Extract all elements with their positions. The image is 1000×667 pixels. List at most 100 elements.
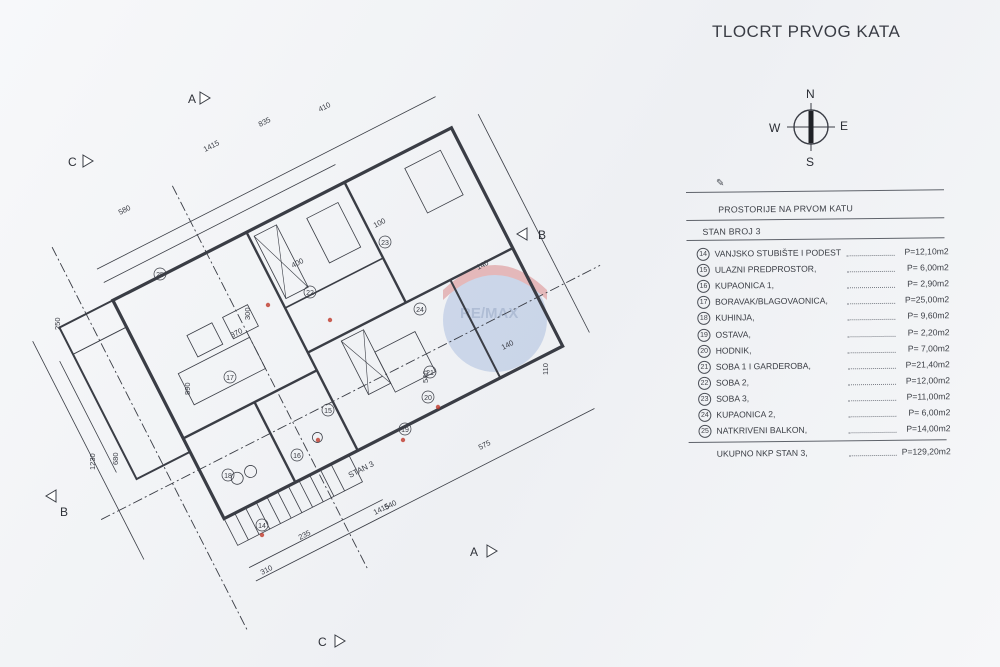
dimension-label: 835 <box>257 115 272 129</box>
room-area: P= 7,00m2 <box>907 342 950 354</box>
room-area: P= 2,20m2 <box>907 326 950 338</box>
room-tag-number: 17 <box>226 375 234 382</box>
schedule-heading: PROSTORIJE NA PRVOM KATU <box>718 203 854 215</box>
room-number-badge: 18 <box>697 312 711 326</box>
schedule-row: 25 NATKRIVENI BALKON, P=14,00m2 <box>698 422 960 439</box>
dimension-label: 110 <box>541 363 550 375</box>
room-tag-number: 23 <box>381 240 389 247</box>
room-tag-circle <box>378 235 392 249</box>
room-area: P= 9,60m2 <box>907 310 950 322</box>
dimension-label: 400 <box>290 256 305 270</box>
room-number-badge: 22 <box>697 376 712 390</box>
room-name: ULAZNI PREDPROSTOR, <box>714 263 817 275</box>
total-area: P=129,20m2 <box>901 446 951 457</box>
door-markers <box>259 302 441 538</box>
dimension-label: 1415 <box>202 138 221 154</box>
room-number-badge: 15 <box>696 263 710 277</box>
room-name: SOBA 3, <box>716 393 750 404</box>
schedule-row: 24 KUPAONICA 2, P= 6,00m2 <box>698 406 960 423</box>
watermark-text: RE/MAX <box>460 305 518 322</box>
dimension-label: 680 <box>111 452 120 465</box>
room-name: HODNIK, <box>715 344 752 356</box>
room-tag-circle <box>221 468 235 482</box>
schedule-row: 18 KUHINJA, P= 9,60m2 <box>697 310 959 327</box>
room-area: P= 6,00m2 <box>906 262 949 273</box>
total-label: UKUPNO NKP STAN 3, <box>716 447 808 459</box>
unit-label: STAN 3 <box>347 459 376 480</box>
section-c-bottom: C <box>318 635 327 649</box>
dimension-label: 410 <box>317 100 332 114</box>
schedule-row: 17 BORAVAK/BLAGOVAONICA, P=25,00m2 <box>697 293 959 310</box>
room-name: VANJSKO STUBIŠTE I PODEST <box>714 247 842 259</box>
room-name: OSTAVA, <box>715 328 751 340</box>
room-name: BORAVAK/BLAGOVAONICA, <box>715 295 828 307</box>
room-number-badge: 24 <box>698 408 712 422</box>
room-area: P= 6,00m2 <box>908 407 951 418</box>
room-tag-number: 22 <box>306 290 314 297</box>
compass-south-label: S <box>806 155 815 169</box>
room-area: P= 2,90m2 <box>907 278 950 289</box>
section-a-bottom: A <box>470 545 479 559</box>
room-tag-circle <box>321 403 335 417</box>
room-tag-number: 21 <box>426 370 434 377</box>
room-name: SOBA 1 I GARDEROBA, <box>715 360 811 372</box>
room-tag-circle <box>153 267 167 281</box>
section-b-right: B <box>538 228 547 242</box>
section-markers <box>45 91 528 648</box>
section-b-left: B <box>60 505 69 519</box>
compass-north-label: N <box>806 87 815 101</box>
room-tag-circle <box>413 302 427 316</box>
room-tag-circle <box>255 518 269 532</box>
room-area: P=14,00m2 <box>906 423 951 434</box>
room-area: P=12,00m2 <box>905 375 951 386</box>
dimension-label: 300 <box>243 307 252 320</box>
pen-mark: ✎ <box>716 178 725 189</box>
schedule-rule <box>686 237 945 241</box>
room-tag-circle <box>303 285 317 299</box>
dimension-label: 235 <box>297 528 312 542</box>
room-tag-circle <box>290 448 304 462</box>
room-name: KUHINJA, <box>715 312 755 324</box>
section-a-top: A <box>188 92 197 106</box>
dimension-label: 540 <box>421 370 430 383</box>
room-number-badge: 25 <box>698 424 712 438</box>
room-name: KUPAONICA 1, <box>714 280 775 291</box>
room-tag-circle <box>223 370 237 384</box>
room-tag-number: 25 <box>156 272 164 279</box>
dimension-label: 580 <box>117 203 132 217</box>
dimension-label: 890 <box>183 382 192 395</box>
dimension-label: 250 <box>53 317 62 330</box>
room-number-badge: 20 <box>697 344 711 358</box>
floor-plan: RE/MAX <box>32 91 601 648</box>
room-tag-circle <box>421 390 435 404</box>
room-name: NATKRIVENI BALKON, <box>716 424 808 436</box>
room-tag-number: 18 <box>224 473 232 480</box>
dimension-label: 575 <box>477 438 492 452</box>
compass-west-label: W <box>769 121 781 135</box>
schedule-row: 15 ULAZNI PREDPROSTOR, P= 6,00m2 <box>696 261 959 278</box>
north-compass: N S E W <box>760 85 860 175</box>
room-tag-number: 20 <box>424 395 432 402</box>
room-number-badge: 19 <box>697 328 711 342</box>
balcony-outline <box>58 298 192 481</box>
dimension-label: 100 <box>372 216 387 230</box>
room-tag-number: 24 <box>416 307 424 314</box>
schedule-rule <box>688 439 947 443</box>
schedule-total-row: UKUPNO NKP STAN 3, P=129,20m2 <box>699 445 961 462</box>
schedule-row: 19 OSTAVA, P= 2,20m2 <box>697 326 959 343</box>
dimension-label: 370 <box>229 326 244 340</box>
room-area: P=25,00m2 <box>904 294 950 306</box>
room-tag-number: 14 <box>258 523 266 530</box>
compass-east-label: E <box>840 119 849 133</box>
room-number-badge: 17 <box>697 296 711 310</box>
room-number-badge: 16 <box>696 279 711 294</box>
schedule-row: 20 HODNIK, P= 7,00m2 <box>697 342 960 359</box>
room-name: KUPAONICA 2, <box>716 409 776 420</box>
room-tag-number: 19 <box>401 427 409 434</box>
compass-rose-icon <box>787 103 835 151</box>
